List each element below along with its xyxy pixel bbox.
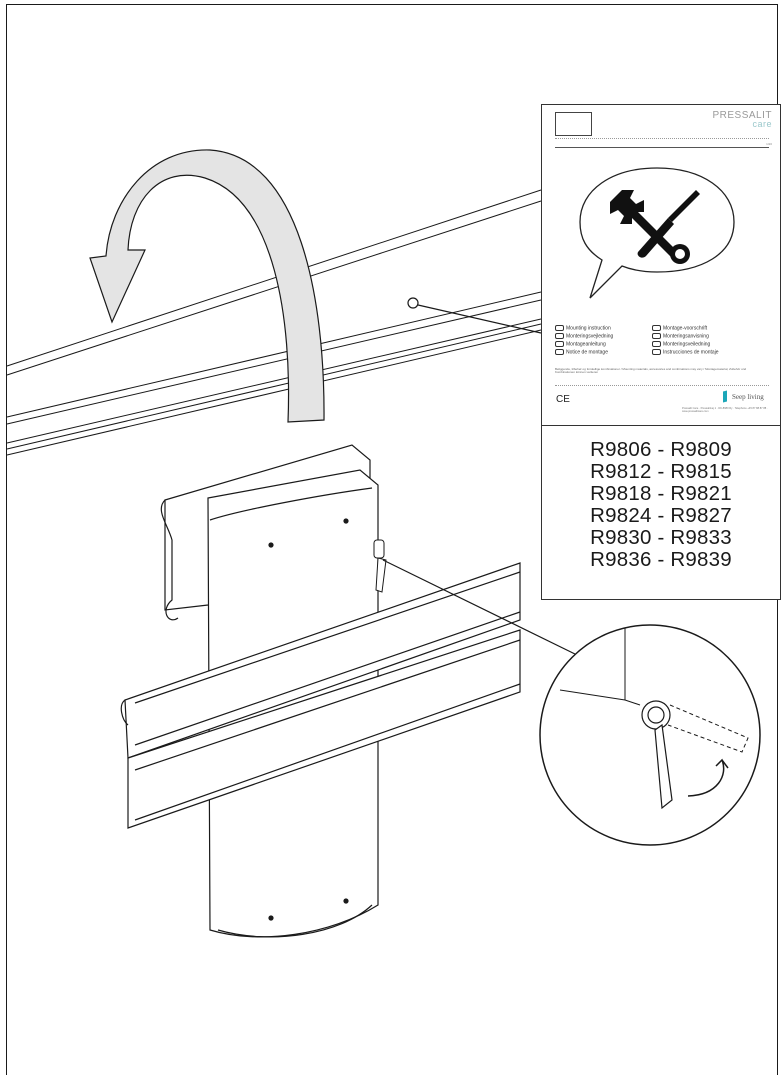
brand-top: PRESSALIT	[712, 110, 772, 121]
page-number: 1/20	[766, 142, 772, 146]
divider	[555, 138, 769, 139]
lift-column	[207, 469, 379, 938]
brand-mark-icon	[723, 390, 727, 403]
front-rail	[120, 562, 521, 829]
lang-item: Mounting instruction	[555, 325, 611, 331]
lever-small	[373, 539, 387, 593]
manual-cover: PRESSALIT care 1/20 Mounting instruction…	[541, 104, 781, 426]
product-code: R9806 - R9809	[590, 438, 732, 461]
divider	[555, 385, 769, 386]
rotation-arrow-icon	[89, 149, 325, 423]
manual-label-box	[555, 112, 592, 136]
product-code: R9836 - R9839	[590, 548, 732, 571]
detail-leader	[382, 559, 578, 656]
tools-speech-bubble-icon	[579, 167, 735, 299]
manual-logo: PRESSALIT care	[712, 111, 772, 129]
product-code: R9824 - R9827	[590, 504, 732, 527]
lang-item: Montage-voorschrift	[652, 325, 707, 331]
product-code: R9812 - R9815	[590, 460, 732, 483]
footer-address: Pressalit Care · Pressalitvej 1 · DK-868…	[682, 407, 768, 414]
lang-item: Instrucciones de montaje	[652, 349, 719, 355]
divider	[555, 147, 769, 148]
fine-print: Beliggende, tilbehør og forskellige komb…	[555, 367, 747, 375]
wall-rail	[6, 189, 542, 456]
ce-mark: CE	[556, 394, 570, 405]
lang-item: Notice de montage	[555, 349, 608, 355]
product-code: R9830 - R9833	[590, 526, 732, 549]
lang-item: Monteringsvejledning	[555, 333, 613, 339]
brand-sub: care	[752, 119, 772, 129]
lang-item: Monteringsveiledning	[652, 341, 710, 347]
lang-item: Montageanleitung	[555, 341, 606, 347]
product-code: R9818 - R9821	[590, 482, 732, 505]
product-codes-panel: R9806 - R9809 R9812 - R9815 R9818 - R982…	[541, 425, 781, 600]
rail-leader	[407, 297, 542, 334]
rotate-lever-arrow-icon	[687, 758, 729, 797]
footer-brand: Seep living	[732, 393, 764, 401]
detail-zoom-circle	[539, 624, 761, 846]
lang-item: Monteringsanvisning	[652, 333, 709, 339]
